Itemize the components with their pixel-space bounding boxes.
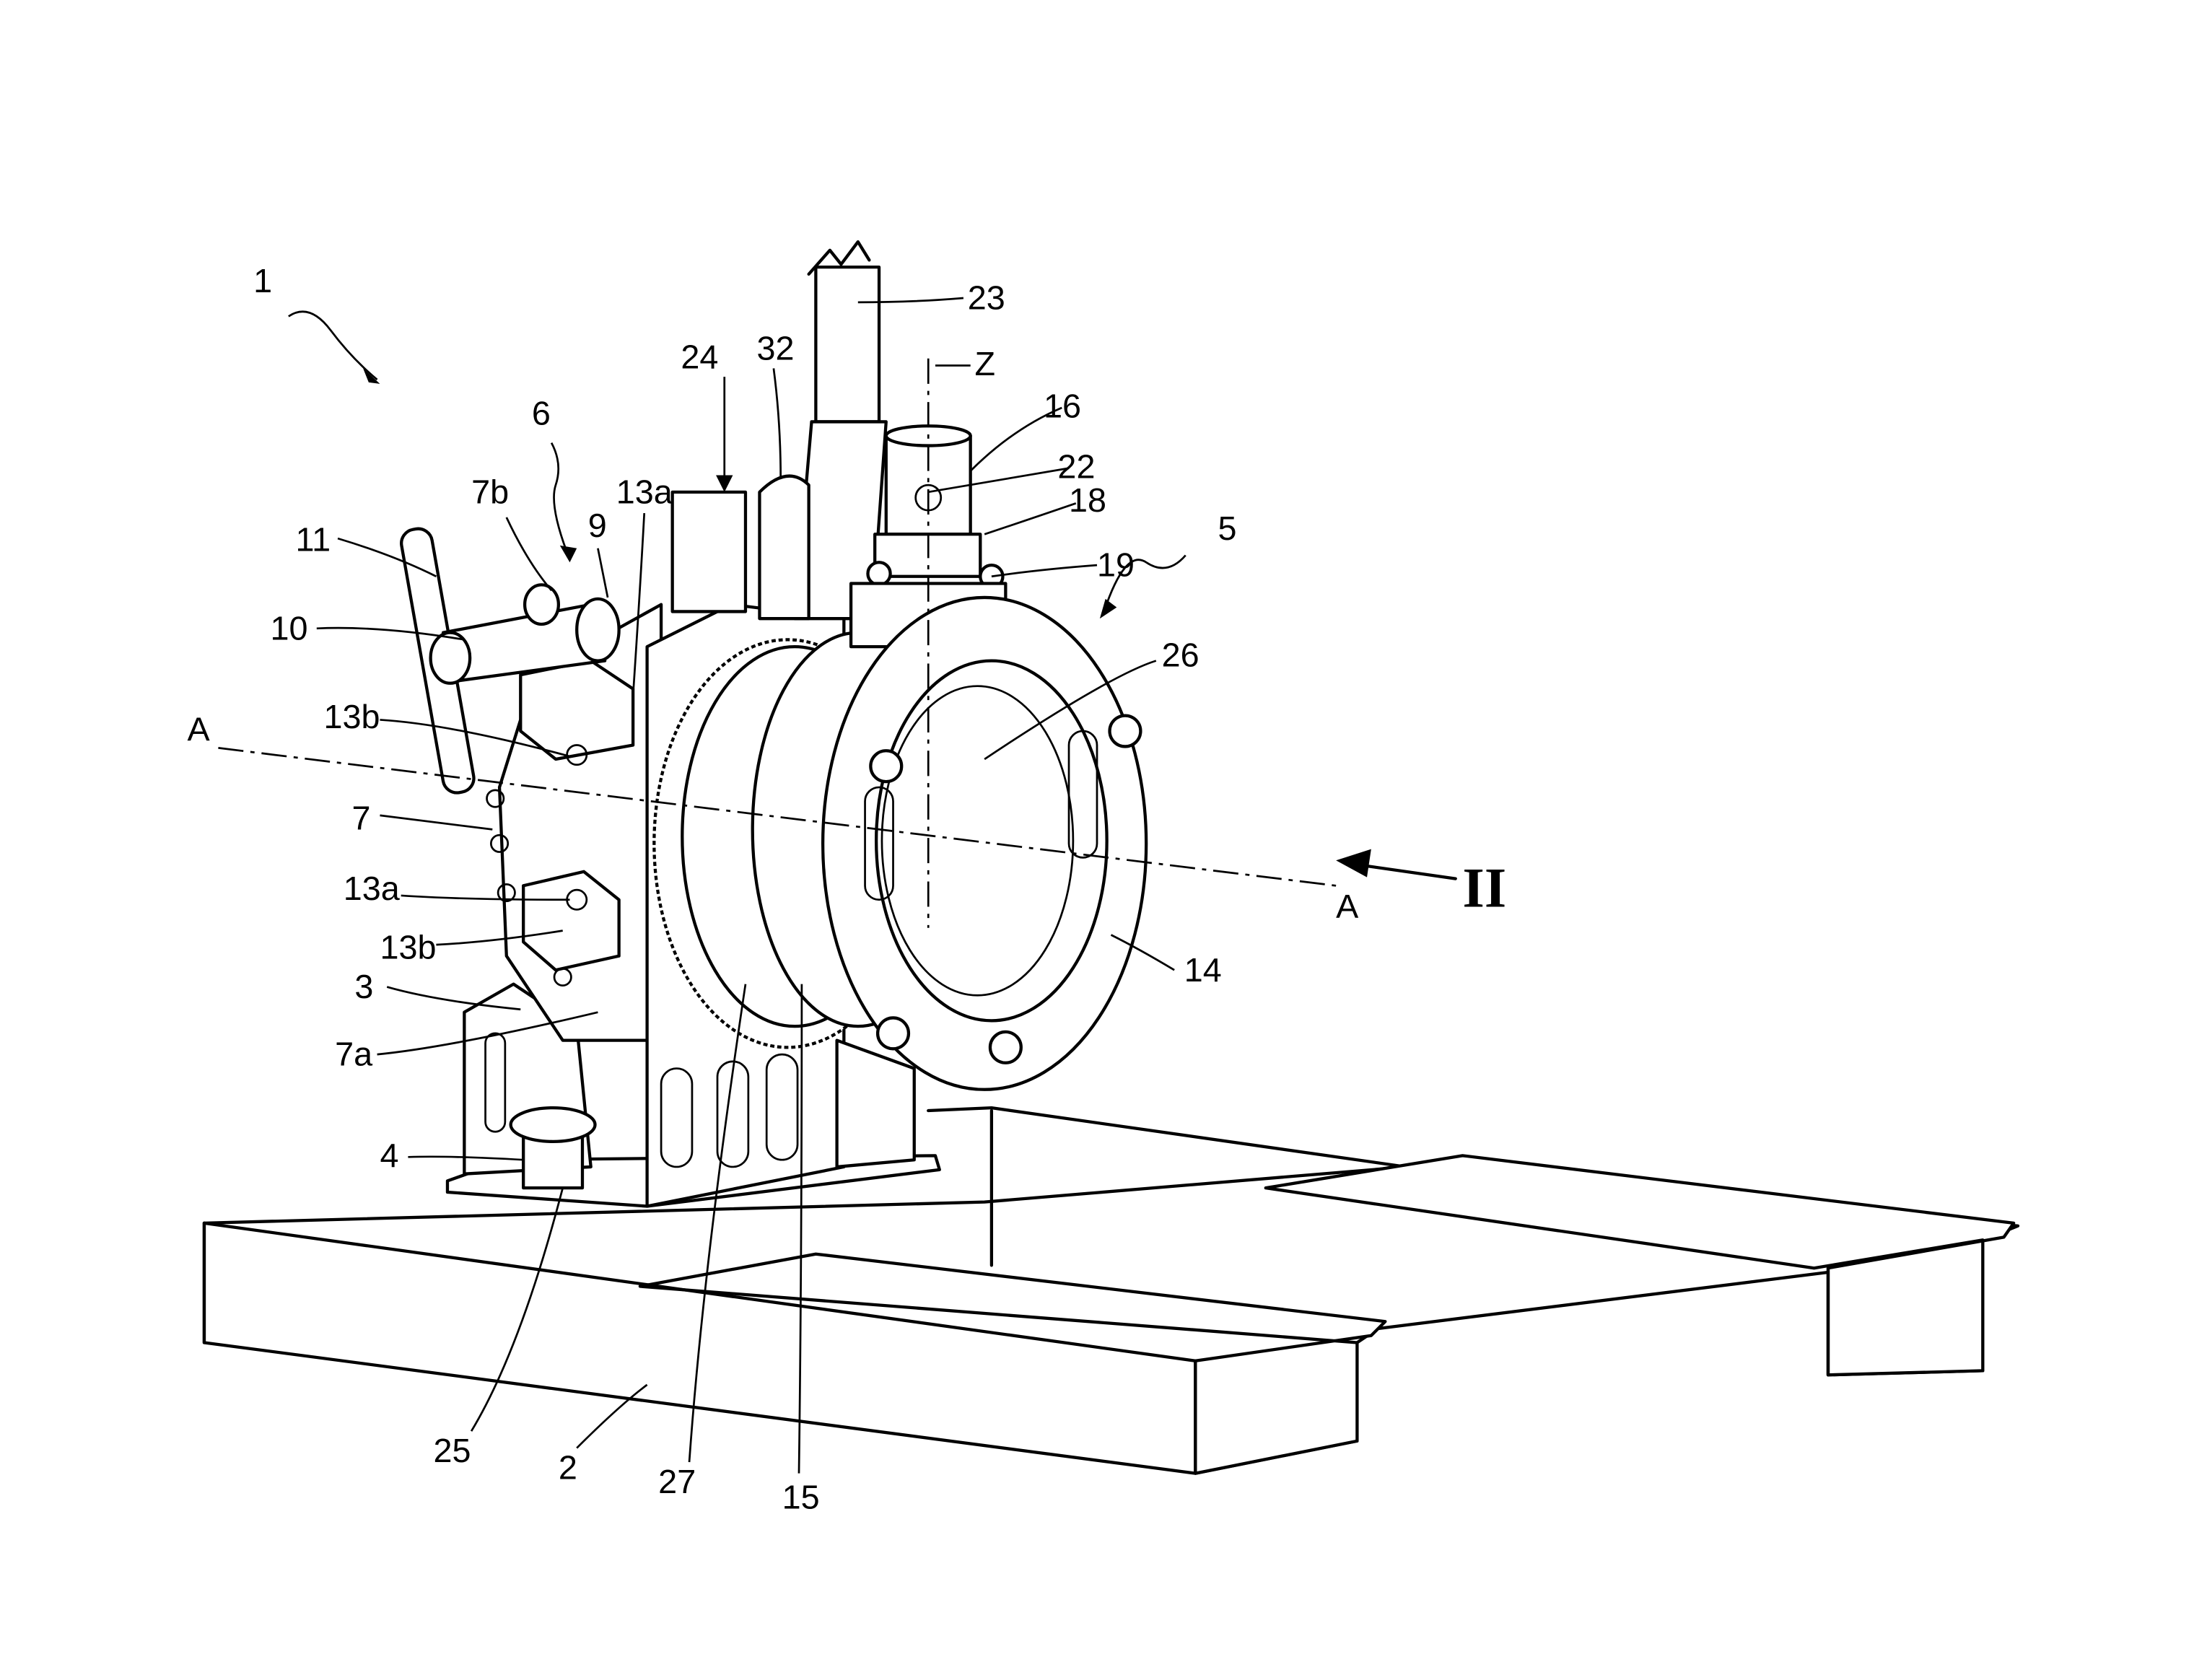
label-axis-a-right: A <box>1336 888 1359 925</box>
label-4: 4 <box>380 1137 398 1174</box>
front-ring <box>821 595 1148 1091</box>
label-24: 24 <box>681 338 718 375</box>
crank-handle <box>400 527 621 795</box>
reference-labels: 1 6 7b 9 13a 11 10 13b A 7 13a 13b 3 7a … <box>188 262 1507 1515</box>
nozzle-25 <box>509 1106 597 1190</box>
base-platform <box>202 1106 2020 1475</box>
label-5: 5 <box>1218 509 1237 547</box>
label-view-ii: II <box>1463 857 1507 919</box>
label-6: 6 <box>532 394 551 432</box>
label-axis-z: Z <box>975 345 996 382</box>
label-9: 9 <box>588 507 607 544</box>
label-16: 16 <box>1044 388 1081 425</box>
column <box>670 240 888 621</box>
label-10: 10 <box>271 609 308 647</box>
label-7a: 7a <box>335 1036 372 1073</box>
axis-a <box>218 747 1337 887</box>
label-25: 25 <box>433 1432 471 1469</box>
label-14: 14 <box>1184 951 1222 989</box>
label-18: 18 <box>1069 481 1106 519</box>
label-26: 26 <box>1162 636 1199 673</box>
label-22: 22 <box>1057 447 1095 485</box>
view-arrow <box>1336 849 1457 880</box>
label-2: 2 <box>559 1448 577 1486</box>
label-7: 7 <box>351 799 370 836</box>
label-13b-low: 13b <box>380 929 436 966</box>
leader-lines <box>288 297 1186 1474</box>
label-13a-top: 13a <box>616 473 673 510</box>
rotary-housing <box>486 603 663 1042</box>
label-23: 23 <box>968 279 1005 317</box>
label-axis-a-left: A <box>188 711 211 748</box>
label-7b: 7b <box>471 473 509 510</box>
label-32: 32 <box>757 330 795 367</box>
label-15: 15 <box>782 1478 820 1515</box>
label-3: 3 <box>354 968 373 1005</box>
label-27: 27 <box>658 1463 696 1500</box>
label-13a-low: 13a <box>344 870 400 907</box>
label-1: 1 <box>253 262 272 299</box>
label-11: 11 <box>296 521 331 559</box>
label-19: 19 <box>1097 546 1135 584</box>
label-13b-top: 13b <box>324 698 380 735</box>
